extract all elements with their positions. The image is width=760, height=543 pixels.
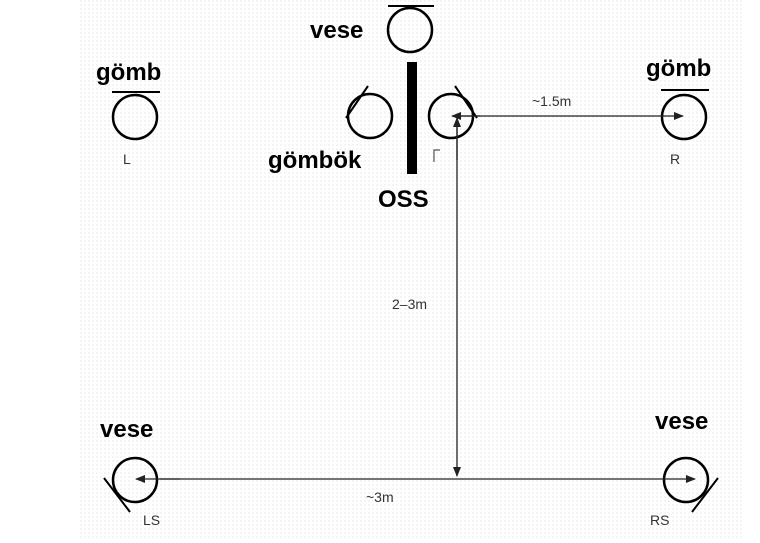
label-oss: OSS <box>378 186 429 213</box>
label-top-center: vese <box>310 17 364 44</box>
speaker-left-surround <box>103 456 159 513</box>
speaker-code-left: L <box>123 151 131 167</box>
speaker-right-surround <box>662 456 719 513</box>
speaker-angled-left <box>345 85 394 140</box>
speaker-code-right: R <box>670 151 681 167</box>
label-gombok: gömbök <box>268 147 362 174</box>
oss-baffle <box>407 62 417 174</box>
corner-mark <box>433 149 440 162</box>
speaker-right <box>660 89 709 141</box>
speaker-left <box>111 91 160 141</box>
speaker-code-right-surround: RS <box>650 512 670 528</box>
distance-front-to-right: ~1.5m <box>532 93 572 109</box>
label-bottom-right: vese <box>655 408 709 435</box>
distance-rear-width: ~3m <box>366 489 394 505</box>
label-top-right: gömb <box>646 55 712 82</box>
distance-front-to-rear: 2–3m <box>392 296 428 312</box>
label-bottom-left: vese <box>100 416 154 443</box>
speaker-top-center <box>386 5 434 54</box>
speaker-code-left-surround: LS <box>143 512 161 528</box>
label-top-left: gömb <box>96 59 162 86</box>
